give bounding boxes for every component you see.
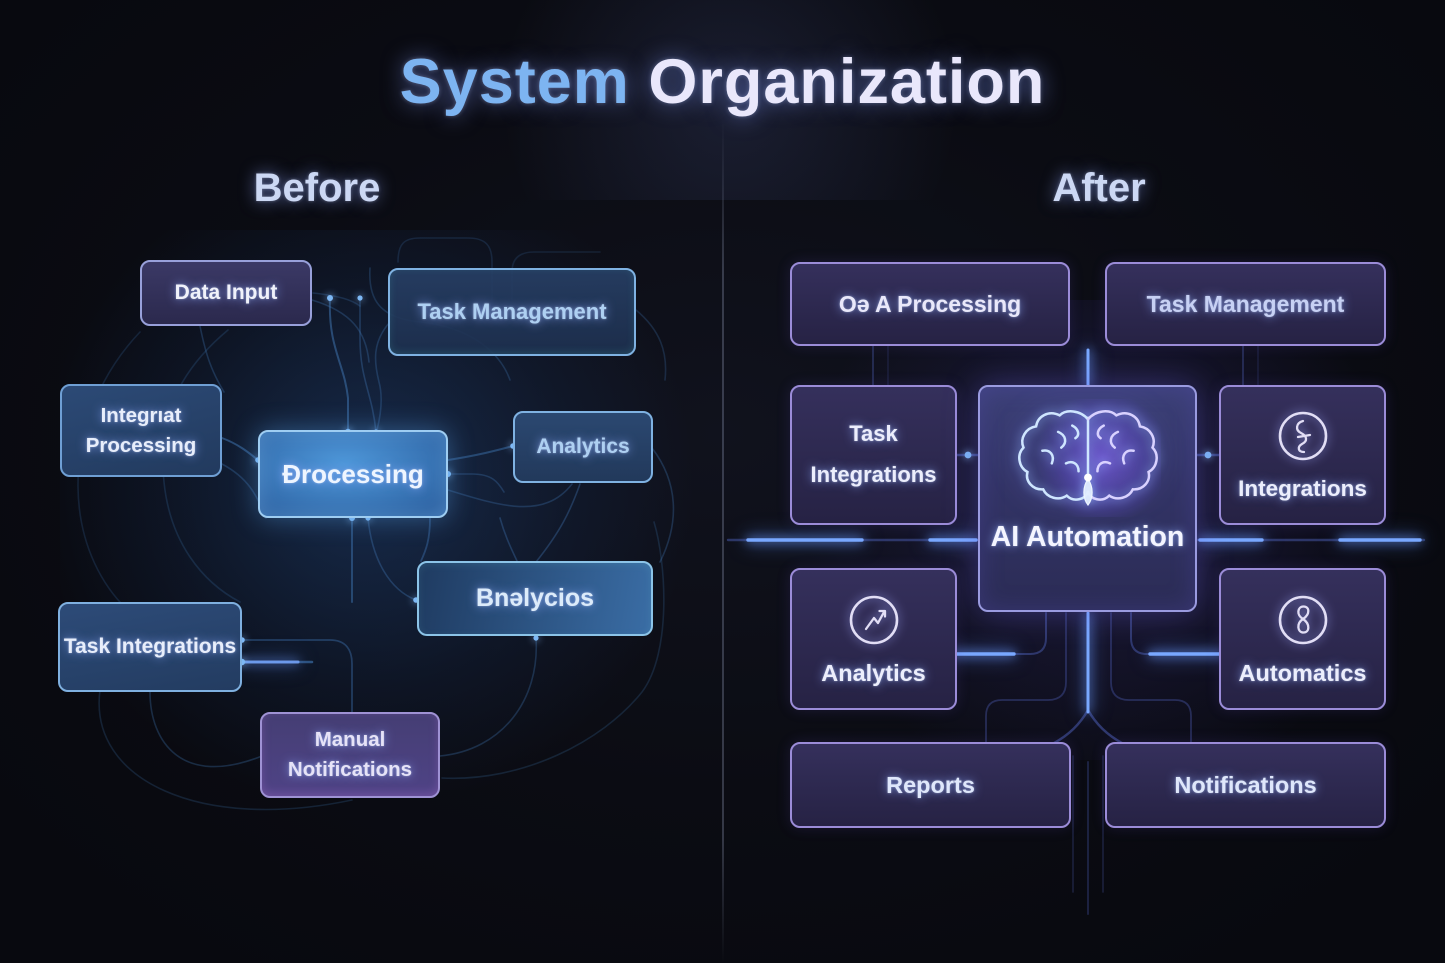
before-box-analytics: Analytics	[513, 411, 653, 483]
before-box-drocessing: Đrocessing	[258, 430, 448, 518]
after-box-reports: Reports	[790, 742, 1071, 828]
before-box-task-management: Task Management	[388, 268, 636, 356]
integrations-label: Integrations	[1238, 476, 1367, 501]
section-divider	[722, 120, 724, 963]
analytics-label: Analytics	[821, 659, 926, 686]
after-box-task-integrations: Task Integrations	[790, 385, 957, 525]
before-box-data-input: Data Input	[140, 260, 312, 326]
before-box-manual-notifications: Manual Notifications	[260, 712, 440, 798]
title-word-system: System	[399, 47, 630, 117]
after-box-integrations: Integrations	[1219, 385, 1386, 525]
after-box-automatics: Automatics	[1219, 568, 1386, 710]
after-box-notifications: Notifications	[1105, 742, 1386, 828]
before-heading: Before	[253, 166, 381, 210]
after-box-task-management: Task Management	[1105, 262, 1386, 346]
after-box-oa-processing: Oə A Processing	[790, 262, 1070, 346]
analytics-circle-icon	[849, 595, 898, 644]
before-box-task-integrations: Task Integrations	[58, 602, 242, 692]
before-box-integrat-processing: Integrıat Processing	[60, 384, 222, 477]
hourglass-circle-icon	[1278, 595, 1327, 644]
after-box-analytics: Analytics	[790, 568, 957, 710]
page-title: System Organization	[0, 46, 1445, 118]
before-box-bnolycios: Bnəlycios	[417, 561, 653, 636]
brain-icon	[1003, 397, 1173, 525]
title-word-organization: Organization	[648, 47, 1046, 117]
automatics-label: Automatics	[1238, 659, 1367, 686]
ai-automation-label: AI Automation	[990, 521, 1185, 553]
after-box-ai-automation: AI Automation	[978, 385, 1197, 612]
after-heading: After	[1052, 166, 1146, 210]
integration-circle-icon	[1278, 411, 1327, 461]
